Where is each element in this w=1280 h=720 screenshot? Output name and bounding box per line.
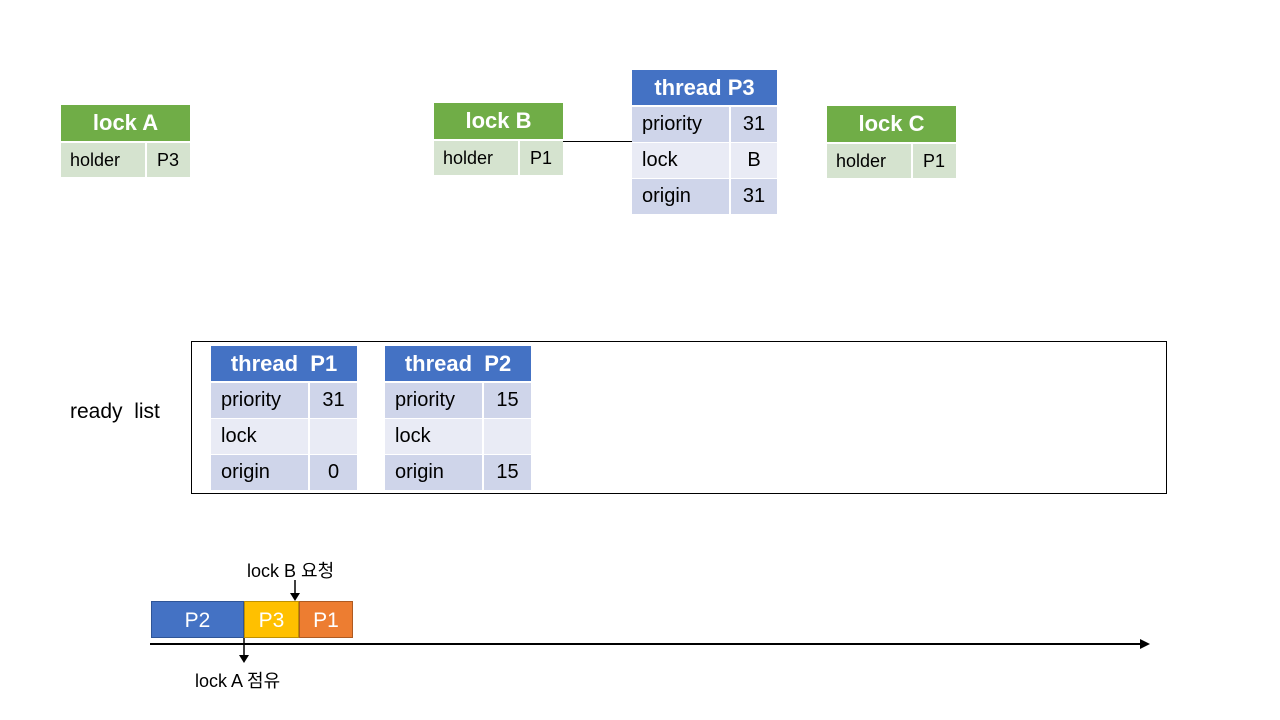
time-axis-arrow <box>150 639 1150 649</box>
down-arrow-icon <box>239 638 249 663</box>
holder-value: P1 <box>913 144 956 178</box>
thread-title: thread P3 <box>632 70 777 107</box>
row-value: 31 <box>731 107 777 142</box>
row-value: 15 <box>484 383 531 418</box>
lock-title: lock B <box>434 103 563 141</box>
priority-row: priority 15 <box>385 383 531 419</box>
priority-row: priority 31 <box>632 107 777 143</box>
annotation-lock-b-request: lock B 요청 <box>247 561 335 581</box>
lock-row: lock <box>211 419 357 455</box>
row-key: origin <box>632 179 731 214</box>
holder-key: holder <box>61 143 147 177</box>
holder-value: P3 <box>147 143 190 177</box>
row-key: origin <box>211 455 310 490</box>
origin-row: origin 31 <box>632 179 777 215</box>
timeline-segment-p3: P3 <box>244 601 299 638</box>
ready-list-label: ready list <box>70 400 160 423</box>
thread-p3-table: thread P3 priority 31 lock B origin 31 <box>632 70 777 215</box>
down-arrow-icon <box>290 580 300 601</box>
row-key: lock <box>632 143 731 178</box>
lock-b-box: lock B holder P1 <box>434 103 563 175</box>
lock-holder-row: holder P3 <box>61 143 190 177</box>
row-key: priority <box>211 383 310 418</box>
lock-title: lock A <box>61 105 190 143</box>
lock-holder-row: holder P1 <box>827 144 956 178</box>
origin-row: origin 15 <box>385 455 531 491</box>
row-value: 15 <box>484 455 531 490</box>
connector-line <box>563 141 632 142</box>
timeline-segment-p2: P2 <box>151 601 244 638</box>
thread-p2-table: thread P2 priority 15 lock origin 15 <box>385 346 531 491</box>
holder-key: holder <box>434 141 520 175</box>
row-value <box>484 419 531 454</box>
thread-p1-table: thread P1 priority 31 lock origin 0 <box>211 346 357 491</box>
row-key: priority <box>385 383 484 418</box>
row-value: B <box>731 143 777 178</box>
annotation-lock-a-acquired: lock A 점유 <box>195 671 281 691</box>
holder-key: holder <box>827 144 913 178</box>
row-key: origin <box>385 455 484 490</box>
lock-a-box: lock A holder P3 <box>61 105 190 177</box>
priority-row: priority 31 <box>211 383 357 419</box>
timeline-segment-p1: P1 <box>299 601 353 638</box>
lock-holder-row: holder P1 <box>434 141 563 175</box>
row-key: lock <box>385 419 484 454</box>
holder-value: P1 <box>520 141 563 175</box>
row-key: priority <box>632 107 731 142</box>
lock-c-box: lock C holder P1 <box>827 106 956 178</box>
ready-list-container <box>191 341 1167 494</box>
row-value <box>310 419 357 454</box>
row-value: 31 <box>731 179 777 214</box>
lock-row: lock <box>385 419 531 455</box>
lock-title: lock C <box>827 106 956 144</box>
thread-title: thread P1 <box>211 346 357 383</box>
row-key: lock <box>211 419 310 454</box>
row-value: 31 <box>310 383 357 418</box>
thread-title: thread P2 <box>385 346 531 383</box>
origin-row: origin 0 <box>211 455 357 491</box>
lock-row: lock B <box>632 143 777 179</box>
row-value: 0 <box>310 455 357 490</box>
